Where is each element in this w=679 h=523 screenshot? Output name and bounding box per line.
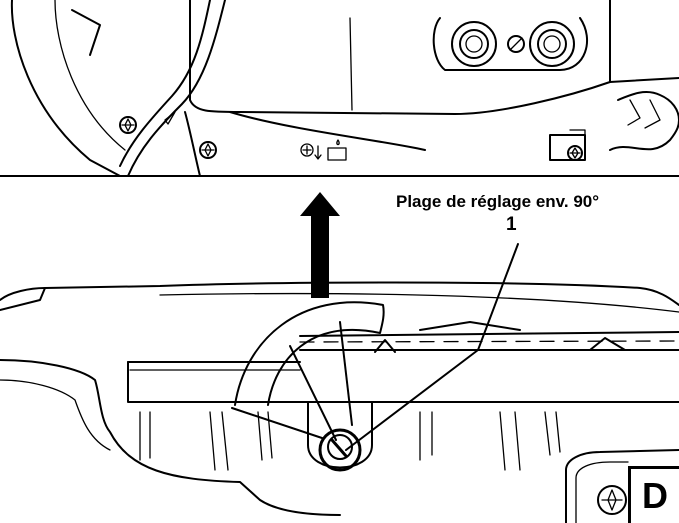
housing-contour — [229, 111, 426, 151]
chain-bar-top — [609, 77, 679, 83]
tension-screw-slot — [509, 37, 523, 51]
callout-number: 1 — [506, 214, 517, 235]
bolt-right-inner — [537, 29, 567, 59]
cover-groove — [349, 17, 353, 111]
left-housing-edge — [10, 0, 121, 177]
bolt-left-inner — [459, 29, 489, 59]
adjuster-housing — [307, 401, 373, 469]
guide-rail-dashes — [299, 340, 679, 343]
body-top-edge — [0, 281, 679, 306]
chain-cover — [189, 0, 611, 115]
left-housing-inner — [54, 0, 126, 151]
bolt-left-core — [465, 35, 483, 53]
body-left-lip — [0, 287, 46, 311]
screw-torx-icon — [567, 145, 583, 161]
lower-right-housing — [565, 449, 679, 523]
bolt-right-outer — [529, 21, 575, 67]
bolt-plate — [432, 17, 589, 71]
range-mid-line — [289, 345, 337, 441]
upper-detail-panel — [0, 0, 679, 177]
rail-notch-2 — [589, 337, 626, 351]
housing-left-wall — [184, 111, 201, 177]
hose-clip — [164, 111, 176, 125]
hose-inner — [119, 0, 211, 167]
screw-torx-icon — [199, 141, 217, 159]
hose-outer — [127, 0, 226, 177]
rail-notch-1 — [419, 321, 521, 331]
oil-pump-adjust-icon — [300, 139, 347, 161]
tension-screw — [507, 35, 525, 53]
rail-notch-3 — [374, 339, 396, 353]
direction-arrow-up-icon — [300, 192, 340, 298]
adjust-range-sector — [234, 301, 385, 406]
body-top-inner — [159, 292, 679, 313]
adjuster-slot — [330, 438, 348, 458]
housing-ribs-right — [419, 411, 561, 471]
bracket-block — [549, 134, 586, 161]
body-left-inner-contour — [0, 379, 111, 451]
bolt-right-core — [543, 35, 561, 53]
lower-underside-view — [0, 243, 679, 523]
bracket-tab — [569, 129, 586, 141]
view-label-badge: D — [628, 466, 679, 523]
adjuster-ring — [318, 428, 362, 472]
callout-leader-line — [345, 243, 519, 451]
chain-link-upper — [617, 91, 679, 121]
left-housing-notch — [71, 9, 101, 56]
guide-rail-top — [299, 331, 679, 337]
housing-ribs — [139, 411, 273, 471]
adjustment-range-label: Plage de réglage env. 90° — [396, 192, 600, 211]
chain-teeth — [627, 99, 661, 129]
screw-torx-icon — [597, 485, 627, 515]
lower-right-housing-inner — [575, 461, 629, 523]
range-limit-right — [339, 321, 353, 426]
range-limit-left — [231, 407, 323, 439]
body-left-contour — [0, 359, 341, 516]
chain-link-lower — [609, 119, 679, 151]
screw-torx-icon — [119, 116, 137, 134]
base-plate-outline — [127, 361, 679, 403]
adjuster-screw — [327, 434, 353, 460]
bolt-left-outer — [451, 21, 497, 67]
